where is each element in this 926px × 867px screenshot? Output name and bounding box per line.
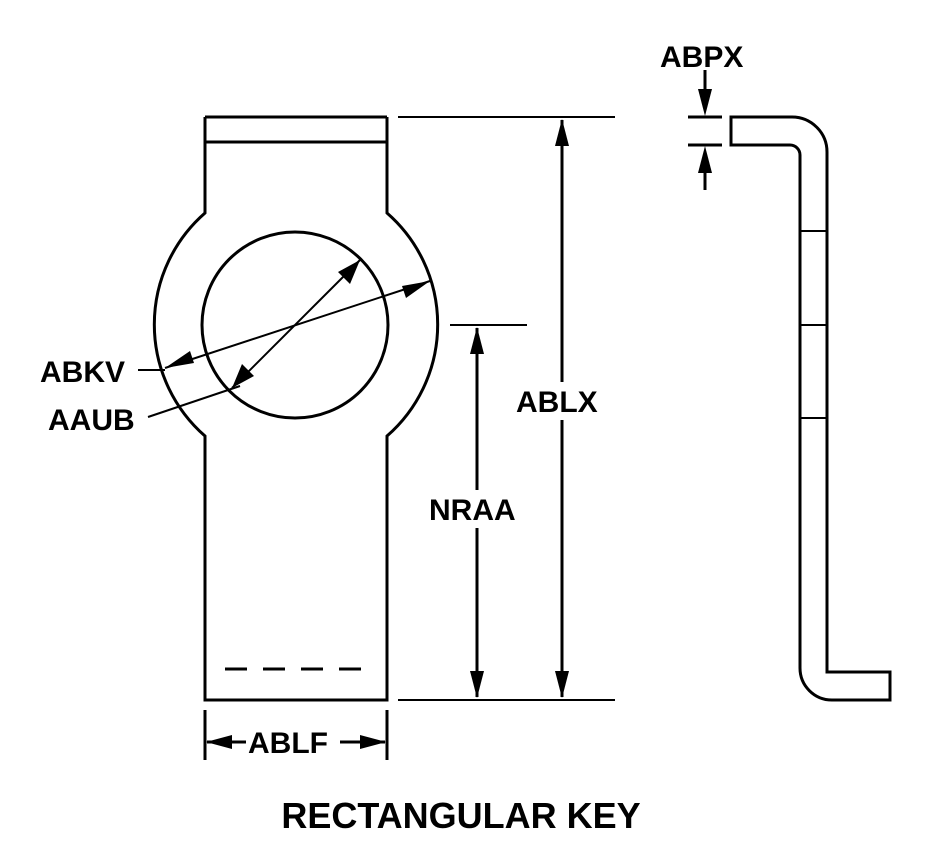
ablf-label: ABLF: [248, 727, 328, 760]
aaub-arrow-upper-icon: [338, 260, 360, 284]
nraa-dimension: NRAA: [426, 324, 528, 698]
key-outline: [152, 117, 440, 702]
ablx-label-bg: [512, 382, 612, 420]
nraa-arrow-down-icon: [470, 671, 484, 698]
abkv-dimension: ABKV: [40, 280, 431, 389]
abkv-arrow-right-icon: [402, 281, 430, 298]
aaub-arrow-lower-icon: [232, 364, 254, 388]
nraa-label: NRAA: [429, 494, 516, 527]
key-side-view: [729, 115, 892, 702]
ablf-arrow-right-icon: [360, 735, 386, 749]
ablx-arrow-down-icon: [555, 671, 569, 698]
abpx-arrow-up-icon: [698, 146, 712, 173]
key-side-profile: [729, 115, 892, 702]
aaub-label: AAUB: [48, 404, 135, 437]
ablx-arrow-up-icon: [555, 119, 569, 146]
abkv-label: ABKV: [40, 356, 125, 389]
nraa-label-bg: [426, 490, 528, 528]
abpx-dimension: ABPX: [660, 41, 743, 190]
key-front-view: [152, 115, 440, 702]
aaub-leader: [147, 385, 241, 418]
ablf-arrow-left-icon: [206, 735, 232, 749]
abpx-arrow-down-icon: [698, 89, 712, 116]
abkv-dimension-line: [164, 280, 431, 369]
abpx-label: ABPX: [660, 41, 743, 74]
ablf-dimension: ABLF: [203, 710, 389, 760]
nraa-arrow-up-icon: [470, 327, 484, 354]
key-hole-circle: [200, 230, 390, 420]
diagram-title: RECTANGULAR KEY: [281, 795, 640, 836]
aaub-dimension: AAUB: [48, 259, 361, 437]
ablx-label: ABLX: [516, 386, 598, 419]
ablx-dimension: ABLX: [398, 116, 615, 701]
aaub-dimension-line: [231, 259, 361, 389]
abkv-arrow-left-icon: [165, 351, 194, 368]
